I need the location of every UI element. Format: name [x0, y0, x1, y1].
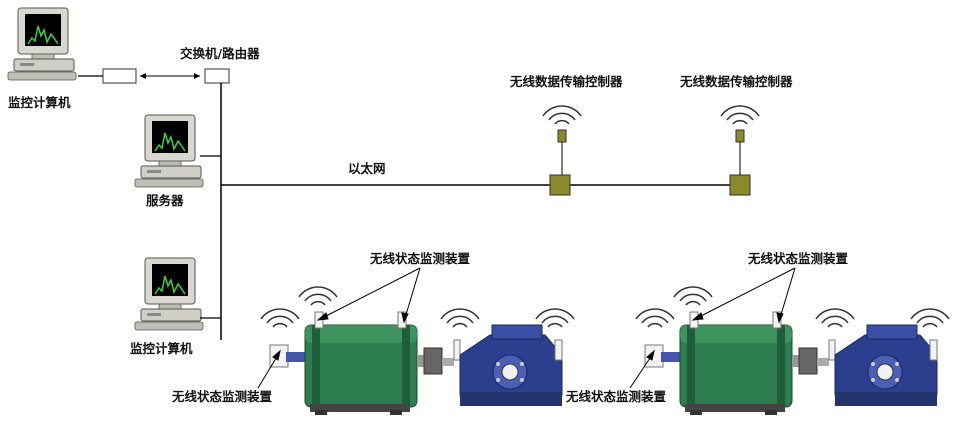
computer-icon [134, 257, 204, 331]
ethernet-label: 以太网 [348, 161, 386, 176]
motor-pump-1 [269, 311, 563, 416]
sensor-label: 无线状态监测装置 [369, 251, 471, 266]
monitor-pc-label: 监控计算机 [8, 95, 71, 110]
wireless-wave-icon [535, 308, 575, 328]
wireless-wave-icon [542, 105, 582, 125]
wireless-wave-icon [910, 308, 950, 328]
server-label: 服务器 [146, 193, 184, 208]
wireless-wave-icon [298, 286, 338, 306]
switch-router-label: 交换机/路由器 [180, 46, 260, 61]
controller-label: 无线数据传输控制器 [679, 74, 793, 89]
computer-icon [134, 114, 204, 188]
wireless-wave-icon [815, 308, 855, 328]
controller-label: 无线数据传输控制器 [509, 74, 623, 89]
sensor-label: 无线状态监测装置 [565, 389, 667, 404]
monitor-pc-label: 监控计算机 [130, 341, 193, 356]
wireless-wave-icon [260, 308, 300, 328]
switch-icon [102, 68, 137, 84]
wireless-wave-icon [635, 308, 675, 328]
sensor-label: 无线状态监测装置 [747, 251, 849, 266]
controller-2-box [729, 174, 751, 196]
callout-arrows [257, 267, 796, 389]
computer-icon [7, 7, 77, 81]
wireless-wave-icon [720, 105, 760, 125]
motor-pump-2 [644, 311, 938, 416]
wireless-wave-icon [673, 286, 713, 306]
wireless-wave-icon [440, 308, 480, 328]
controller-1-box [549, 174, 571, 196]
switch-icon [204, 68, 230, 84]
sensor-label: 无线状态监测装置 [171, 389, 273, 404]
